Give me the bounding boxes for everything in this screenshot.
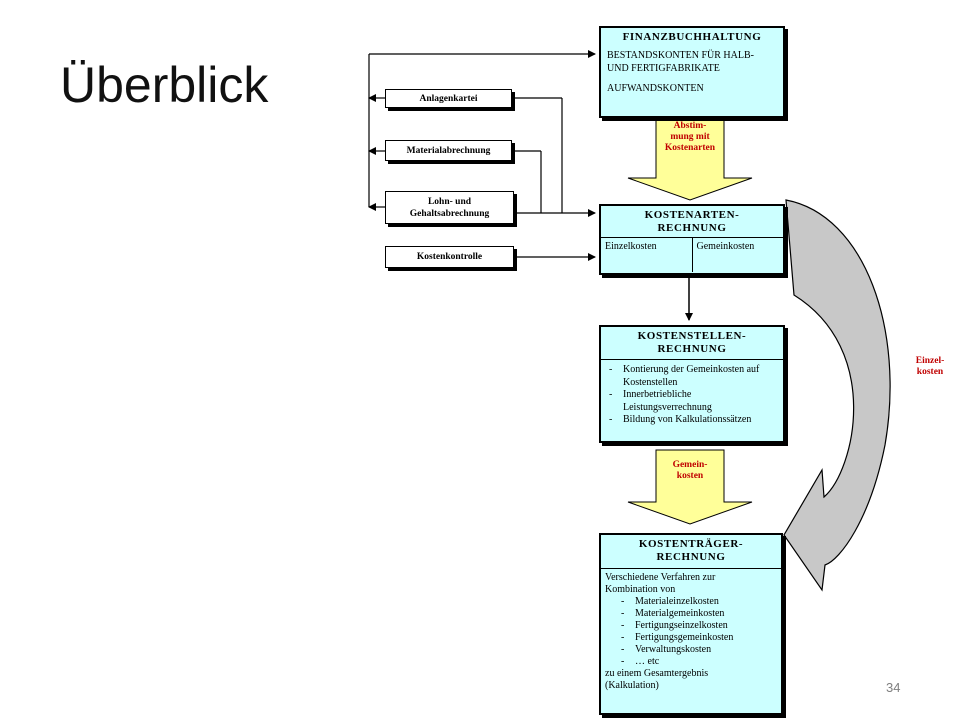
kostentraeger-item: Verwaltungskosten bbox=[605, 644, 777, 656]
kostenarten-header-2: RECHNUNG bbox=[657, 222, 727, 234]
kostentraeger-item: Fertigungseinzelkosten bbox=[605, 620, 777, 632]
kostenstellen-box: KOSTENSTELLEN- RECHNUNG Kontierung der G… bbox=[599, 325, 785, 443]
page-number: 34 bbox=[886, 680, 901, 695]
kostentraeger-item: … etc bbox=[605, 656, 777, 668]
anlagenkartei-box: Anlagenkartei bbox=[385, 89, 512, 108]
kostenarten-header-1: KOSTENARTEN- bbox=[644, 209, 740, 221]
finanzbuchhaltung-header: FINANZBUCHHALTUNG bbox=[622, 31, 762, 43]
kostentraeger-intro-2: Kombination von bbox=[605, 584, 676, 595]
kostentraeger-outro-1: zu einem Gesamtergebnis bbox=[605, 668, 709, 679]
einzelkosten-label: Einzel- kosten bbox=[905, 356, 955, 378]
einzelkosten-label-1: Einzel- bbox=[915, 356, 945, 366]
kostenstellen-header-1: KOSTENSTELLEN- bbox=[637, 330, 747, 342]
finanzbuchhaltung-line2: UND FERTIGFABRIKATE bbox=[607, 62, 720, 74]
kostenarten-box: KOSTENARTEN- RECHNUNG Einzelkosten Gemei… bbox=[599, 204, 785, 275]
kostentraeger-intro-1: Verschiedene Verfahren zur bbox=[605, 572, 716, 583]
kostenstellen-item-2-line1: Innerbetriebliche bbox=[623, 389, 692, 400]
kostenstellen-item: Innerbetriebliche Leistungsverrechnung bbox=[607, 389, 777, 414]
kostenarten-col-einzelkosten: Einzelkosten bbox=[601, 238, 693, 272]
kostenstellen-item: Bildung von Kalkulationssätzen bbox=[607, 414, 777, 427]
kostentraeger-item: Materialgemeinkosten bbox=[605, 608, 777, 620]
finanzbuchhaltung-line1: BESTANDSKONTEN FÜR HALB- bbox=[607, 50, 754, 61]
gemeinkosten-label-1: Gemein- bbox=[672, 460, 708, 470]
kostentraeger-item: Materialeinzelkosten bbox=[605, 596, 777, 608]
abstimmung-block-arrow bbox=[627, 116, 753, 201]
kostenstellen-item-1-line2: Kostenstellen bbox=[623, 376, 678, 388]
gemeinkosten-label: Gemein- kosten bbox=[650, 460, 730, 482]
kostenstellen-item: Kontierung der Gemeinkosten auf Kostenst… bbox=[607, 364, 777, 389]
kostenstellen-item-2-line2: Leistungsverrechnung bbox=[623, 401, 712, 413]
einzelkosten-curved-arrow bbox=[783, 199, 891, 592]
kostentraeger-outro-2: (Kalkulation) bbox=[605, 680, 659, 691]
finanzbuchhaltung-box: FINANZBUCHHALTUNG BESTANDSKONTEN FÜR HAL… bbox=[599, 26, 785, 118]
kostenkontrolle-box: Kostenkontrolle bbox=[385, 246, 514, 268]
slide-title: Überblick bbox=[60, 57, 269, 113]
gemeinkosten-block-arrow bbox=[627, 449, 753, 525]
finanzbuchhaltung-line3: AUFWANDSKONTEN bbox=[607, 83, 704, 94]
kostentraeger-header-2: RECHNUNG bbox=[656, 551, 726, 563]
lohnabrechnung-label-1: Lohn- und bbox=[427, 196, 472, 207]
kostenstellen-header-2: RECHNUNG bbox=[657, 343, 727, 355]
abstimmung-label-1: Abstim- bbox=[673, 121, 707, 131]
kostentraeger-box: KOSTENTRÄGER- RECHNUNG Verschiedene Verf… bbox=[599, 533, 783, 715]
kostentraeger-item: Fertigungsgemeinkosten bbox=[605, 632, 777, 644]
kostenkontrolle-label: Kostenkontrolle bbox=[416, 252, 483, 262]
lohnabrechnung-label-2: Gehaltsabrechnung bbox=[409, 208, 490, 219]
kostenarten-col-gemeinkosten: Gemeinkosten bbox=[696, 241, 755, 252]
kostenstellen-item-1-line1: Kontierung der Gemeinkosten auf bbox=[623, 364, 760, 375]
materialabrechnung-box: Materialabrechnung bbox=[385, 140, 512, 161]
einzelkosten-label-2: kosten bbox=[916, 367, 944, 377]
gemeinkosten-label-2: kosten bbox=[676, 471, 704, 481]
kostenstellen-item-3-line1: Bildung von Kalkulationssätzen bbox=[623, 414, 752, 425]
abstimmung-label: Abstim- mung mit Kostenarten bbox=[650, 121, 730, 154]
kostentraeger-header-1: KOSTENTRÄGER- bbox=[638, 538, 744, 550]
abstimmung-label-2: mung mit bbox=[670, 132, 710, 142]
materialabrechnung-label: Materialabrechnung bbox=[406, 145, 491, 156]
anlagenkartei-label: Anlagenkartei bbox=[419, 93, 478, 104]
lohnabrechnung-box: Lohn- und Gehaltsabrechnung bbox=[385, 191, 514, 224]
abstimmung-label-3: Kostenarten bbox=[664, 143, 716, 153]
